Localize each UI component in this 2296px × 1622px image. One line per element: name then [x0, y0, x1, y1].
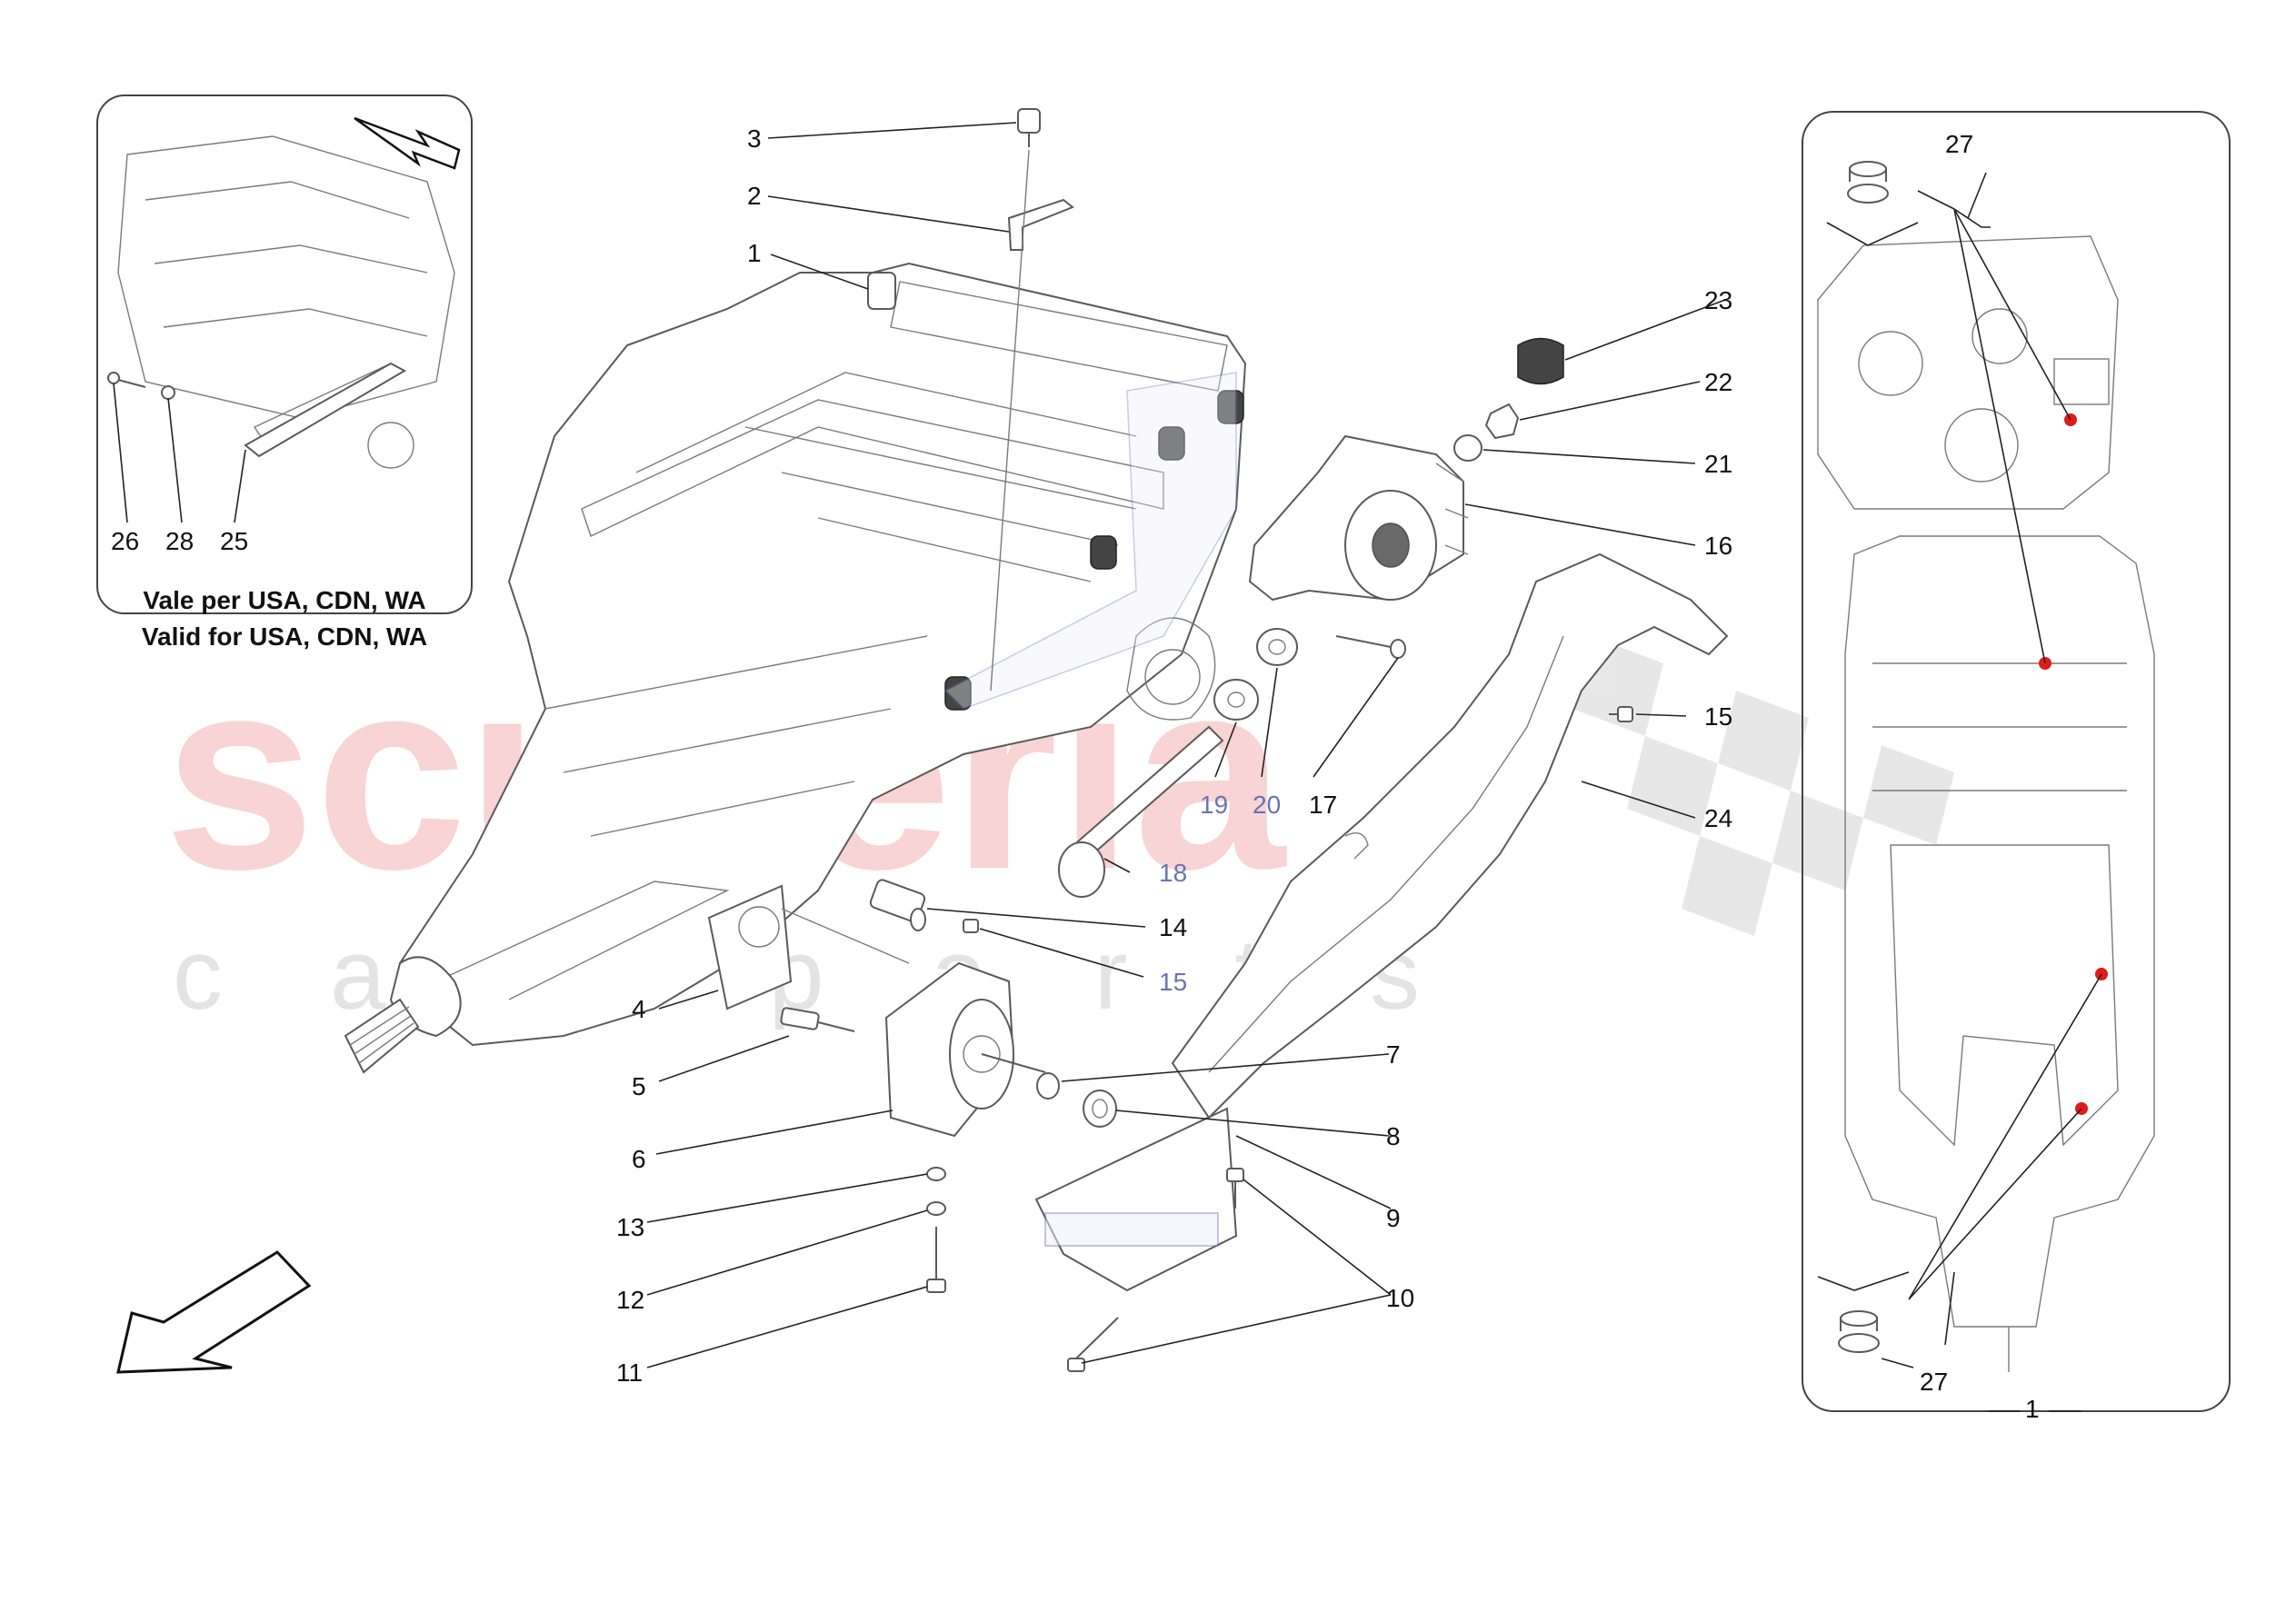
- callout-9: 9: [1386, 1204, 1401, 1232]
- callout-8: 8: [1386, 1122, 1401, 1150]
- washer-7: [1036, 1072, 1060, 1100]
- leader-lines: [646, 122, 1726, 1368]
- gearbox-top-view: [1844, 535, 2155, 1372]
- inset-gearbox-sketch: [117, 135, 455, 469]
- callout-22: 22: [1704, 368, 1732, 396]
- callout-11: 11: [616, 1358, 643, 1387]
- direction-arrow-icon: [354, 116, 461, 170]
- inset-drain-plugs: 27 27 1: [1802, 111, 2231, 1423]
- washer-12: [926, 1201, 946, 1216]
- bracket-16: [1248, 434, 1469, 602]
- inset-frame: [96, 95, 473, 614]
- callout-labels: 3 2 1 23 22 21 16 15 24 19 20 17 18 14 1…: [616, 124, 1732, 1387]
- bolt-15-lower: [963, 919, 979, 933]
- callout-24: 24: [1704, 804, 1732, 832]
- gearbox-end-view: [1817, 235, 2119, 510]
- callout-12: 12: [616, 1286, 644, 1314]
- callout-15-upper: 15: [1704, 702, 1732, 731]
- bolt-15-upper: [1609, 706, 1633, 722]
- label-25: 25: [220, 527, 248, 555]
- label-27-bottom: 27: [1920, 1368, 1948, 1396]
- callout-17: 17: [1309, 791, 1337, 819]
- checkered-flag-icon: [1554, 636, 1954, 936]
- callout-1: 1: [747, 239, 762, 267]
- callout-23: 23: [1704, 286, 1732, 314]
- callout-14: 14: [1159, 913, 1187, 941]
- buffer-23: [1517, 337, 1564, 385]
- inset-heatshield-25: [244, 362, 407, 458]
- callout-4: 4: [632, 995, 646, 1023]
- bracket-2: [1007, 198, 1074, 251]
- front-direction-arrow-icon: [116, 1250, 312, 1374]
- drain-plug-27-bottom: [1838, 1310, 1880, 1353]
- label-26: 26: [111, 527, 139, 555]
- pin-18: [1058, 725, 1224, 898]
- callout-18: 18: [1159, 859, 1187, 887]
- callout-15-lower: 15: [1159, 968, 1187, 996]
- bracket-4: [707, 884, 910, 1010]
- blue-mount-rubber-1: [1217, 390, 1244, 424]
- washer-21: [1453, 434, 1482, 462]
- heatshield-24: [1171, 552, 1729, 1119]
- callout-19: 19: [1200, 791, 1228, 819]
- bush-20: [1256, 628, 1298, 666]
- sensor-14: [869, 879, 926, 931]
- callout-5: 5: [632, 1072, 646, 1100]
- spacer-22: [1484, 403, 1520, 440]
- cover-9: [1034, 1107, 1238, 1292]
- callout-16: 16: [1704, 532, 1732, 560]
- washer-13: [926, 1167, 946, 1181]
- drain-plug-27-top: [1847, 161, 1889, 204]
- label-28: 28: [165, 527, 194, 555]
- inset-note-en: Valid for USA, CDN, WA: [142, 622, 427, 651]
- inset-note-it: Vale per USA, CDN, WA: [143, 586, 425, 614]
- spacer-8: [1083, 1090, 1117, 1128]
- callout-21: 21: [1704, 450, 1732, 478]
- label-1-right: 1: [2025, 1395, 2040, 1423]
- bolt-10-a: [1226, 1168, 1244, 1209]
- callout-10: 10: [1386, 1284, 1414, 1312]
- bolt-11: [926, 1227, 946, 1293]
- bolt-17: [1335, 635, 1406, 659]
- blue-mount-rubber-3: [1090, 535, 1117, 570]
- callout-6: 6: [632, 1145, 646, 1173]
- inset-usa-variant: 26 28 25 Vale per USA, CDN, WA Valid for…: [96, 95, 473, 651]
- label-27-top: 27: [1945, 130, 1973, 158]
- callout-7: 7: [1386, 1040, 1401, 1069]
- screw-3: [1017, 108, 1041, 147]
- callout-3: 3: [747, 124, 762, 153]
- inset-washer-28: [161, 385, 175, 400]
- long-stud: [990, 149, 1030, 692]
- washer-19: [1213, 679, 1259, 721]
- callout-2: 2: [747, 182, 762, 210]
- bolt-10-b: [1067, 1317, 1119, 1372]
- callout-13: 13: [616, 1213, 644, 1241]
- inset-bolt-26: [107, 372, 146, 388]
- gearbox-housing-1: [344, 262, 1247, 1074]
- blue-mount-rubber-2: [1158, 426, 1185, 461]
- blue-mount-rubber-4: [944, 676, 972, 711]
- callout-20: 20: [1253, 791, 1281, 819]
- bolt-5: [780, 1007, 855, 1032]
- mount-6: [884, 961, 1046, 1138]
